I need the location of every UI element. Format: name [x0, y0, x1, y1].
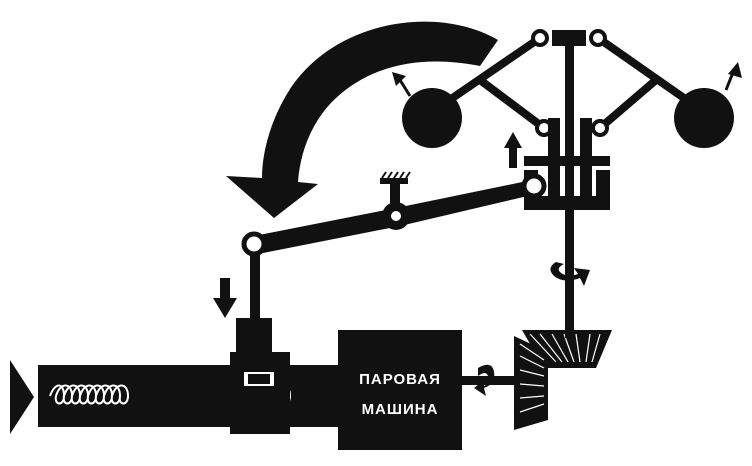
up-arrow-icon: [504, 132, 522, 168]
flow-triangle-icon: [10, 360, 34, 434]
governor-spindle: [565, 38, 574, 338]
steam-engine: ПАРОВАЯ МАШИНА: [338, 330, 462, 450]
lever-pivot-left: [241, 231, 267, 257]
lever-pivot-right: [521, 173, 547, 199]
governor-pivots: [531, 29, 609, 137]
outward-arrow-icon: [392, 62, 742, 97]
steam-coil-pattern: [49, 384, 130, 405]
engine-label-line1: ПАРОВАЯ: [359, 371, 441, 388]
rotation-arrow-icon: [474, 364, 495, 396]
engine-label-line2: МАШИНА: [362, 401, 439, 418]
valve-rod: [250, 252, 260, 322]
bevel-gear-assembly: [514, 330, 612, 430]
curved-feedback-arrow-icon: [226, 21, 498, 219]
down-arrow-icon: [213, 278, 237, 318]
spindle-top-collar: [552, 30, 586, 46]
fulcrum-mount: [380, 178, 408, 184]
throttle-valve: [230, 318, 290, 434]
rotation-arrow-icon-spindle: [550, 262, 590, 286]
fly-ball-left: [402, 88, 462, 148]
fly-ball-right: [674, 88, 734, 148]
